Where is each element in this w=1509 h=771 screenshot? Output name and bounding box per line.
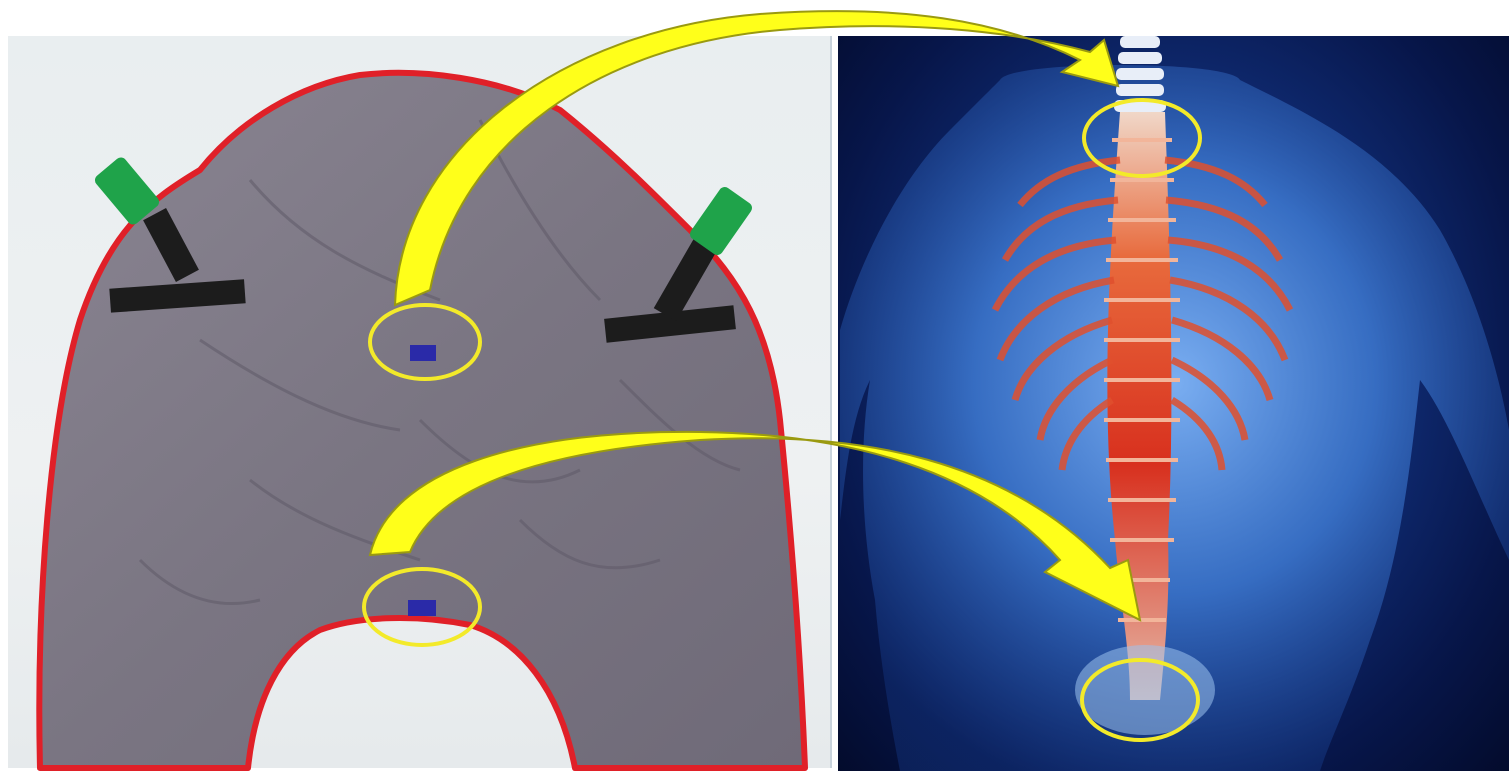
upper-sling-marker (410, 345, 436, 361)
sling (39, 73, 805, 768)
lower-sling-marker (408, 600, 436, 616)
human-body (840, 36, 1509, 771)
